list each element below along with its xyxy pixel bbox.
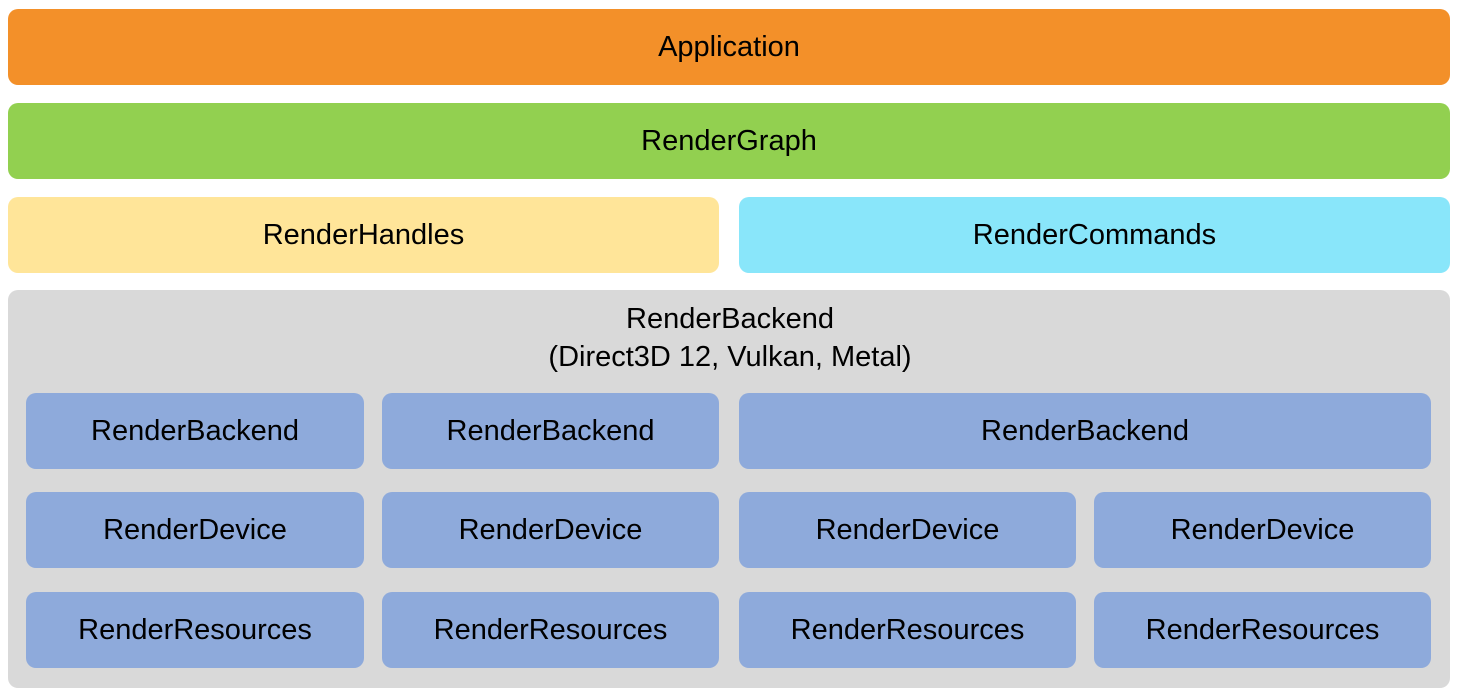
device-box-label: RenderDevice: [458, 513, 643, 546]
backend-box-metal: RenderBackend: [739, 393, 1431, 469]
device-box: RenderDevice: [382, 492, 719, 568]
render-commands-layer: RenderCommands: [739, 197, 1450, 273]
render-commands-label: RenderCommands: [972, 218, 1217, 251]
device-box: RenderDevice: [1094, 492, 1431, 568]
resources-box-label: RenderResources: [1145, 613, 1380, 646]
backend-box-d3d12: RenderBackend: [26, 393, 364, 469]
render-backend-heading: RenderBackend (Direct3D 12, Vulkan, Meta…: [0, 300, 1460, 376]
application-label: Application: [658, 30, 800, 63]
device-box-label: RenderDevice: [815, 513, 1000, 546]
resources-box: RenderResources: [26, 592, 364, 668]
backend-box-label: RenderBackend: [91, 414, 299, 447]
device-box-label: RenderDevice: [103, 513, 287, 546]
resources-box: RenderResources: [1094, 592, 1431, 668]
backend-box-vulkan: RenderBackend: [382, 393, 719, 469]
resources-box-label: RenderResources: [433, 613, 668, 646]
resources-box: RenderResources: [382, 592, 719, 668]
render-graph-layer: RenderGraph: [8, 103, 1450, 179]
resources-box: RenderResources: [739, 592, 1076, 668]
device-box: RenderDevice: [26, 492, 364, 568]
device-box-label: RenderDevice: [1170, 513, 1355, 546]
device-box: RenderDevice: [739, 492, 1076, 568]
render-backend-title: RenderBackend: [626, 303, 834, 335]
render-graph-label: RenderGraph: [641, 124, 817, 157]
render-backend-subtitle: (Direct3D 12, Vulkan, Metal): [548, 341, 912, 373]
backend-box-label: RenderBackend: [981, 414, 1189, 447]
application-layer: Application: [8, 9, 1450, 85]
render-handles-layer: RenderHandles: [8, 197, 719, 273]
resources-box-label: RenderResources: [790, 613, 1025, 646]
backend-box-label: RenderBackend: [446, 414, 655, 447]
resources-box-label: RenderResources: [78, 613, 312, 646]
render-handles-label: RenderHandles: [262, 218, 465, 251]
